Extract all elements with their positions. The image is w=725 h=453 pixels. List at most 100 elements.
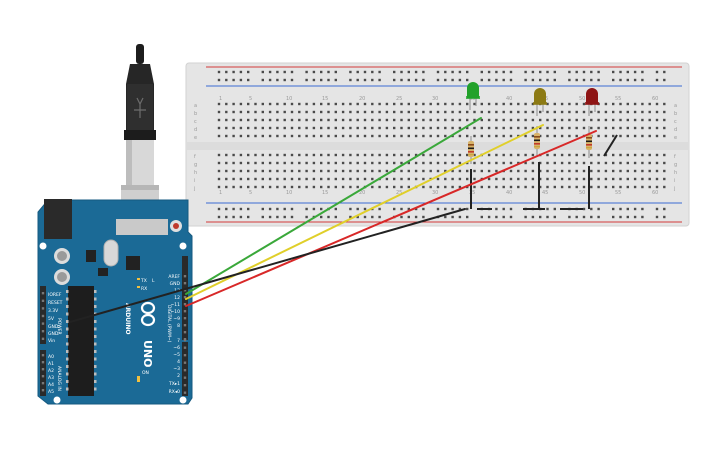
breadboard-hole (524, 126, 527, 130)
breadboard-hole (487, 169, 491, 173)
rail-hole (487, 78, 491, 82)
breadboard-hole (560, 134, 564, 138)
pin-label-vin: Vin (48, 338, 55, 344)
breadboard-hole (458, 110, 462, 114)
rail-hole (239, 78, 243, 82)
rail-hole (502, 78, 505, 82)
breadboard-hole (371, 134, 374, 138)
breadboard-hole (429, 110, 432, 114)
column-number-15-bottom: 15 (322, 190, 328, 196)
breadboard-hole (546, 134, 549, 138)
arduino-infinity-logo (140, 301, 156, 327)
rail-hole (633, 78, 637, 82)
chip-pin (94, 342, 97, 346)
column-number-40-bottom: 40 (506, 190, 512, 196)
breadboard-hole (378, 134, 381, 138)
breadboard-hole (582, 126, 586, 130)
column-number-50-bottom: 50 (579, 190, 585, 196)
breadboard-hole (626, 126, 629, 130)
rail-hole (619, 207, 622, 211)
breadboard-hole (422, 118, 425, 122)
breadboard-hole (298, 185, 301, 189)
breadboard-hole (217, 134, 221, 138)
breadboard-hole (568, 102, 571, 106)
rail-hole (414, 70, 418, 74)
breadboard-hole (531, 169, 535, 173)
column-number-30-bottom: 30 (432, 190, 438, 196)
chip-pin (66, 365, 69, 368)
breadboard-hole (619, 134, 622, 138)
breadboard-hole (414, 153, 418, 157)
breadboard-hole (509, 118, 513, 122)
rail-hole (509, 78, 513, 82)
rail-hole (363, 78, 367, 82)
breadboard-hole (568, 118, 571, 122)
breadboard-hole (590, 177, 593, 181)
column-number-20: 20 (359, 96, 365, 102)
breadboard-hole (429, 161, 432, 165)
rail-hole (531, 78, 535, 82)
rail-hole (356, 215, 359, 219)
breadboard-hole (444, 134, 447, 138)
rail-hole (225, 207, 228, 211)
breadboard-hole (560, 118, 564, 122)
breadboard-hole (341, 161, 345, 165)
breadboard-hole (553, 126, 556, 130)
breadboard-hole (400, 185, 403, 189)
breadboard-hole (633, 134, 637, 138)
pin-label-a5: A5 (48, 389, 54, 395)
breadboard-hole (283, 169, 286, 173)
breadboard-hole (217, 185, 221, 189)
breadboard-hole (393, 161, 396, 165)
breadboard-hole (429, 102, 432, 106)
breadboard-hole (400, 177, 403, 181)
breadboard-hole (444, 118, 447, 122)
breadboard-hole (247, 126, 250, 130)
breadboard-hole (312, 161, 316, 165)
rail-hole (524, 215, 527, 219)
chip-pin (94, 350, 97, 353)
breadboard-hole (261, 177, 264, 181)
breadboard-hole (458, 169, 462, 173)
rail-hole (356, 70, 359, 74)
breadboard-hole (590, 153, 593, 157)
breadboard-hole (254, 177, 257, 181)
breadboard-hole (487, 185, 491, 189)
breadboard-hole (480, 126, 483, 130)
column-number-5: 5 (249, 96, 252, 102)
header-pin (41, 361, 45, 364)
breadboard-hole (641, 185, 644, 189)
breadboard-hole (378, 118, 381, 122)
breadboard-hole (619, 153, 622, 157)
breadboard-hole (582, 161, 586, 165)
breadboard-hole (356, 126, 359, 130)
breadboard-hole (378, 102, 381, 106)
pin-label-a2: A2 (48, 368, 54, 374)
breadboard-hole (444, 110, 447, 114)
breadboard-hole (341, 126, 345, 130)
breadboard-hole (575, 102, 578, 106)
wire-red (185, 130, 597, 307)
breadboard-hole (327, 118, 330, 122)
breadboard-hole (568, 110, 571, 114)
breadboard-hole (626, 169, 629, 173)
jumper-wires (69, 117, 597, 323)
breadboard-hole (663, 161, 666, 165)
rail-hole (531, 215, 535, 219)
breadboard-hole (363, 134, 367, 138)
breadboard-hole (502, 161, 505, 165)
breadboard-hole (597, 134, 600, 138)
rail-hole (495, 215, 498, 219)
rail-hole (451, 207, 454, 211)
breadboard-hole (487, 177, 491, 181)
breadboard-hole (371, 161, 374, 165)
rail-hole (407, 207, 410, 211)
pin-label-a1: A1 (48, 361, 54, 367)
breadboard-hole (356, 169, 359, 173)
rail-hole (261, 207, 264, 211)
breadboard-hole (400, 134, 403, 138)
breadboard-hole (334, 110, 337, 114)
rail-hole (502, 207, 505, 211)
breadboard-hole (429, 169, 432, 173)
breadboard-hole (451, 102, 454, 106)
